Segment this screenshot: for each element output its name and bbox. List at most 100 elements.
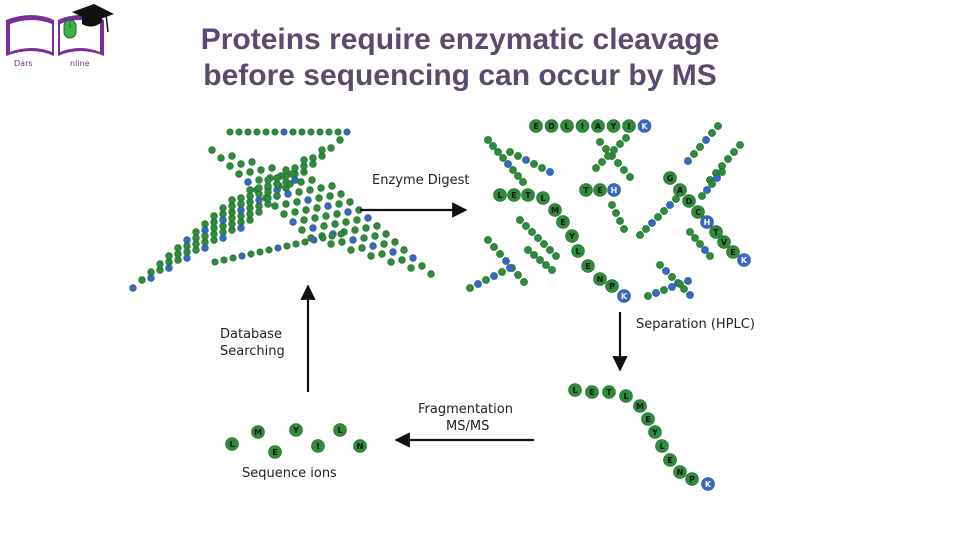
peptide-fragment-bead	[509, 166, 517, 174]
peptide-fragment-bead	[662, 267, 670, 275]
peptide-fragment-bead	[636, 231, 644, 239]
residue-letter: E	[533, 122, 538, 131]
sequence-ion-letter: L	[337, 426, 342, 435]
peptide-fragment-bead	[702, 136, 710, 144]
residue-bead	[493, 188, 507, 202]
tangle-bead	[264, 176, 272, 184]
residue-letter: T	[606, 388, 612, 397]
peptide-fragment-bead	[614, 159, 622, 167]
residue-letter: K	[705, 480, 712, 489]
tangle-bead	[248, 158, 256, 166]
residue-bead	[701, 477, 715, 491]
tangle-bead	[244, 128, 252, 136]
peptide-fragment-bead	[668, 273, 676, 281]
peptide-fragment-bead	[648, 219, 656, 227]
residue-bead	[593, 272, 607, 286]
tangle-bead	[235, 170, 243, 178]
tangle-bead	[297, 178, 305, 186]
tangle-bead	[238, 252, 246, 260]
peptide-fragment-bead	[596, 138, 604, 146]
residue-letter: E	[560, 218, 565, 227]
sequence-ion-bead	[268, 445, 282, 459]
tangle-bead	[301, 238, 309, 246]
tangle-bead	[228, 152, 236, 160]
residue-bead	[591, 119, 605, 133]
tangle-bead	[147, 268, 155, 276]
tangle-bead	[289, 218, 297, 226]
peptide-fragment-bead	[698, 192, 706, 200]
peptide-fragment-bead	[499, 154, 507, 162]
tangle-bead	[398, 256, 406, 264]
peptide-fragment-bead	[514, 271, 522, 279]
peptide-fragment-bead	[696, 143, 704, 151]
residue-letter: E	[645, 415, 650, 424]
peptide-fragment-bead	[502, 257, 510, 265]
peptide-fragment-bead	[548, 266, 556, 274]
residue-bead	[568, 383, 582, 397]
tangle-bead	[229, 254, 237, 262]
residue-bead	[605, 279, 619, 293]
tangle-bead	[282, 200, 290, 208]
tangle-bead	[208, 146, 216, 154]
peptide-fragment-bead	[490, 272, 498, 280]
peptide-fragment-bead	[474, 280, 482, 288]
label-sequence-ions: Sequence ions	[242, 466, 337, 481]
tangle-bead	[371, 232, 379, 240]
tangle-bead	[418, 262, 426, 270]
tangle-bead	[327, 144, 335, 152]
tangle-bead	[309, 224, 317, 232]
tangle-bead	[256, 248, 264, 256]
residue-bead	[633, 399, 647, 413]
sequence-ion-letter: I	[317, 442, 320, 451]
peptide-fragment-bead	[498, 268, 506, 276]
tangle-bead	[219, 204, 227, 212]
tangle-bead	[262, 128, 270, 136]
residue-letter: G	[667, 174, 674, 183]
peptide-fragment-bead	[652, 289, 660, 297]
tangle-bead	[373, 222, 381, 230]
peptide-fragment-bead	[626, 173, 634, 181]
residue-letter: D	[686, 197, 693, 206]
tangle-bead	[319, 234, 327, 242]
tangle-bead	[306, 186, 314, 194]
tangle-bead	[337, 230, 345, 238]
tangle-bead	[237, 160, 245, 168]
peptide-fragment-bead	[691, 234, 699, 242]
residue-letter: K	[621, 292, 628, 301]
sequence-ion-bead	[333, 423, 347, 437]
sequence-ion-bead	[311, 439, 325, 453]
residue-letter: L	[564, 122, 569, 131]
tangle-bead	[192, 228, 200, 236]
tangle-bead	[156, 260, 164, 268]
residue-letter: E	[585, 262, 590, 271]
residue-bead	[709, 225, 723, 239]
tangle-bead	[280, 128, 288, 136]
residue-letter: I	[581, 122, 584, 131]
residue-letter: E	[730, 248, 735, 257]
peptide-fragment-bead	[660, 207, 668, 215]
residue-bead	[619, 389, 633, 403]
tangle-bead	[284, 190, 292, 198]
slide-title: Proteins require enzymatic cleavage befo…	[140, 22, 780, 94]
tangle-bead	[298, 226, 306, 234]
peptide-fragment-bead	[494, 148, 502, 156]
tangle-bead	[244, 178, 252, 186]
residue-letter: L	[572, 386, 577, 395]
residue-bead	[560, 119, 574, 133]
peptide-fragment-bead	[642, 225, 650, 233]
tangle-bead	[369, 242, 377, 250]
tangle-bead	[246, 168, 254, 176]
tangle-bead	[291, 208, 299, 216]
sequence-ion-letter: L	[229, 440, 234, 449]
tangle-bead	[295, 188, 303, 196]
peptide-fragment-bead	[622, 134, 630, 142]
residue-bead	[655, 439, 669, 453]
tangle-bead	[334, 128, 342, 136]
residue-letter: Y	[610, 122, 617, 131]
tangle-bead	[228, 196, 236, 204]
residue-bead	[737, 253, 751, 267]
